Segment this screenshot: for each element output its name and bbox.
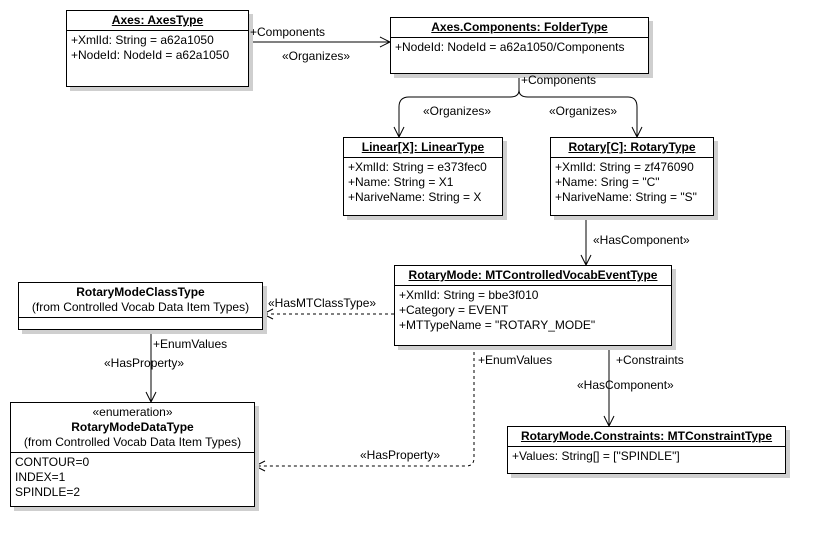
label-mode-constraints-stereo: «HasComponent»	[577, 378, 674, 392]
datatype-subtitle: (from Controlled Vocab Data Item Types)	[23, 435, 242, 449]
axes-attr-xmlid: +XmlId: String = a62a1050	[71, 33, 214, 47]
label-components-children-role: +Components	[521, 73, 597, 87]
constraints-attr-values: +Values: String[] = ["SPINDLE"]	[512, 449, 680, 463]
datatype-box[interactable]: «enumeration» RotaryModeDataType (from C…	[10, 402, 255, 507]
rotary-box[interactable]: Rotary[C]: RotaryType +XmlId: String = z…	[550, 137, 714, 216]
label-axes-components-stereo: «Organizes»	[282, 49, 351, 63]
datatype-literal-contour: CONTOUR=0	[15, 455, 90, 469]
label-components-linear-stereo: «Organizes»	[423, 104, 492, 118]
components-title: Axes.Components: FolderType	[431, 20, 608, 34]
rotarymode-attr-mttypename: +MTTypeName = "ROTARY_MODE"	[399, 318, 596, 332]
linear-title: Linear[X]: LinearType	[361, 140, 485, 154]
label-mode-class-stereo: «HasMTClassType»	[268, 296, 377, 310]
components-box[interactable]: Axes.Components: FolderType +NodeId: Nod…	[390, 17, 649, 74]
edge-components-rotary	[518, 89, 638, 137]
linear-attr-name: +Name: String = X1	[348, 175, 454, 189]
classtype-attrs-empty	[19, 318, 262, 325]
rotary-attr-narivename: +NariveName: String = "S"	[555, 190, 697, 204]
linear-box[interactable]: Linear[X]: LinearType +XmlId: String = e…	[343, 137, 503, 216]
label-mode-data-role: +EnumValues	[478, 353, 553, 367]
classtype-subtitle: (from Controlled Vocab Data Item Types)	[31, 300, 250, 314]
label-class-data-role: +EnumValues	[153, 337, 228, 351]
arrowhead-rotarymode-datatype	[253, 460, 266, 472]
classtype-box[interactable]: RotaryModeClassType (from Controlled Voc…	[18, 282, 263, 330]
constraints-box[interactable]: RotaryMode.Constraints: MTConstraintType…	[507, 426, 786, 474]
axes-box[interactable]: Axes: AxesType +XmlId: String = a62a1050…	[66, 10, 249, 87]
rotarymode-title: RotaryMode: MTControlledVocabEventType	[408, 268, 658, 282]
label-class-data-stereo: «HasProperty»	[104, 356, 185, 370]
classtype-name: RotaryModeClassType	[76, 285, 205, 299]
rotarymode-attr-xmlid: +XmlId: String = bbe3f010	[399, 288, 539, 302]
edge-components-linear	[398, 89, 520, 137]
linear-attr-narivename: +NariveName: String = X	[348, 190, 482, 204]
rotary-attr-xmlid: +XmlId: String = zf476090	[555, 160, 694, 174]
arrowhead-rotarymode-classtype	[261, 308, 274, 320]
label-components-rotary-stereo: «Organizes»	[549, 104, 618, 118]
axes-title: Axes: AxesType	[111, 13, 204, 27]
constraints-title: RotaryMode.Constraints: MTConstraintType	[520, 429, 773, 443]
datatype-literal-index: INDEX=1	[15, 470, 66, 484]
datatype-name: RotaryModeDataType	[71, 420, 194, 434]
datatype-stereotype: «enumeration»	[92, 405, 173, 419]
linear-attr-xmlid: +XmlId: String = e373fec0	[348, 160, 487, 174]
rotary-attr-name: +Name: Sring = "C"	[555, 175, 660, 189]
label-axes-components-role: +Components	[250, 25, 326, 39]
datatype-literal-spindle: SPINDLE=2	[15, 485, 81, 499]
rotary-title: Rotary[C]: RotaryType	[568, 140, 696, 154]
axes-attr-nodeid: +NodeId: NodeId = a62a1050	[71, 48, 230, 62]
label-rotary-mode-stereo: «HasComponent»	[593, 233, 690, 247]
components-attr-nodeid: +NodeId: NodeId = a62a1050/Components	[395, 40, 625, 54]
rotarymode-box[interactable]: RotaryMode: MTControlledVocabEventType +…	[394, 265, 672, 346]
rotarymode-attr-category: +Category = EVENT	[399, 303, 509, 317]
label-mode-constraints-role: +Constraints	[616, 353, 684, 367]
label-mode-data-stereo: «HasProperty»	[360, 448, 441, 462]
